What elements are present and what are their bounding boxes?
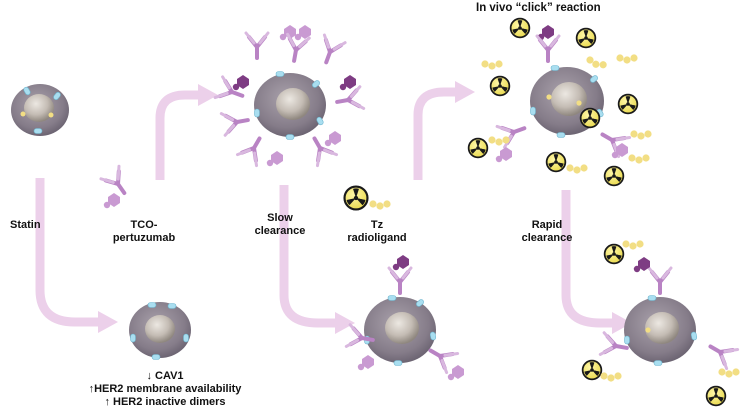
label-statin: Statin — [10, 219, 41, 231]
tz-radioligand-reagent — [343, 185, 391, 211]
label-tz-radioligand-line2: radioligand — [347, 232, 407, 244]
arrow-rapid-clearance — [561, 190, 632, 334]
arrow-tco-up — [155, 84, 218, 180]
label-rapid-clearance-line1: Rapid — [531, 219, 563, 231]
cell-click-reaction — [467, 17, 652, 187]
label-rapid-clearance: Rapid clearance — [512, 219, 582, 245]
label-tz-radioligand-line1: Tz — [370, 219, 384, 231]
label-tco-pertuzumab-line2: pertuzumab — [112, 232, 176, 244]
label-tz-radioligand: Tz radioligand — [332, 219, 422, 245]
diagram-title: In vivo “click” reaction — [476, 2, 601, 14]
effect-cav1: ↓ CAV1 — [146, 370, 184, 382]
label-tco-pertuzumab: TCO- pertuzumab — [104, 219, 184, 245]
cell-after-slow-clearance — [344, 255, 464, 381]
label-rapid-clearance-line2: clearance — [521, 232, 573, 244]
statin-effects-list: ↓ CAV1 ↑HER2 membrane availability ↑ HER… — [70, 370, 260, 409]
cell-statin-treated — [129, 302, 191, 360]
label-slow-clearance: Slow clearance — [245, 212, 315, 238]
effect-her2-availability: ↑HER2 membrane availability — [88, 383, 242, 395]
label-slow-clearance-line2: clearance — [254, 225, 306, 237]
cell-antibody-bound — [213, 25, 366, 168]
label-tco-pertuzumab-line1: TCO- — [130, 219, 158, 231]
tco-pertuzumab-reagent — [98, 164, 136, 209]
arrow-statin — [35, 178, 118, 333]
effect-her2-dimers: ↑ HER2 inactive dimers — [104, 396, 226, 408]
cell-baseline — [11, 84, 69, 136]
arrow-tz-up — [413, 81, 475, 180]
label-slow-clearance-line1: Slow — [267, 212, 293, 224]
cell-after-rapid-clearance — [581, 240, 740, 407]
arrow-slow-clearance — [279, 185, 355, 334]
